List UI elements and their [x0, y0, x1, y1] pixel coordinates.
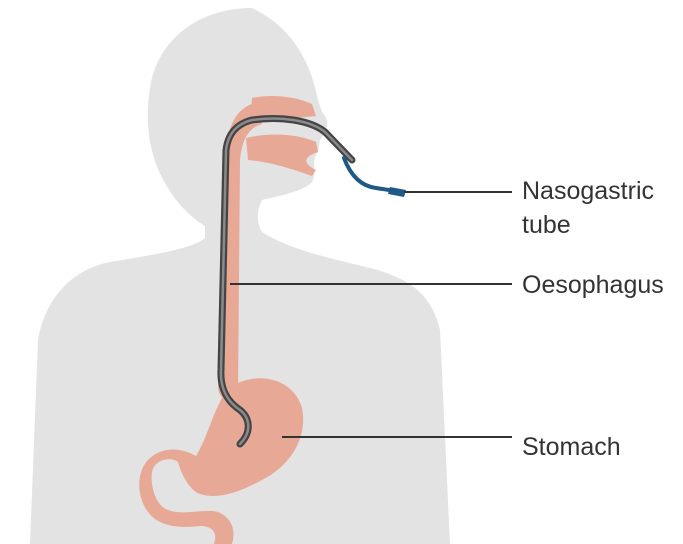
nasogastric-label-line2: tube	[522, 211, 571, 239]
nasogastric-label-line1: Nasogastric	[522, 177, 654, 205]
oesophagus-label: Oesophagus	[522, 271, 664, 299]
stomach-label: Stomach	[522, 433, 621, 461]
tube-tip	[388, 187, 406, 197]
